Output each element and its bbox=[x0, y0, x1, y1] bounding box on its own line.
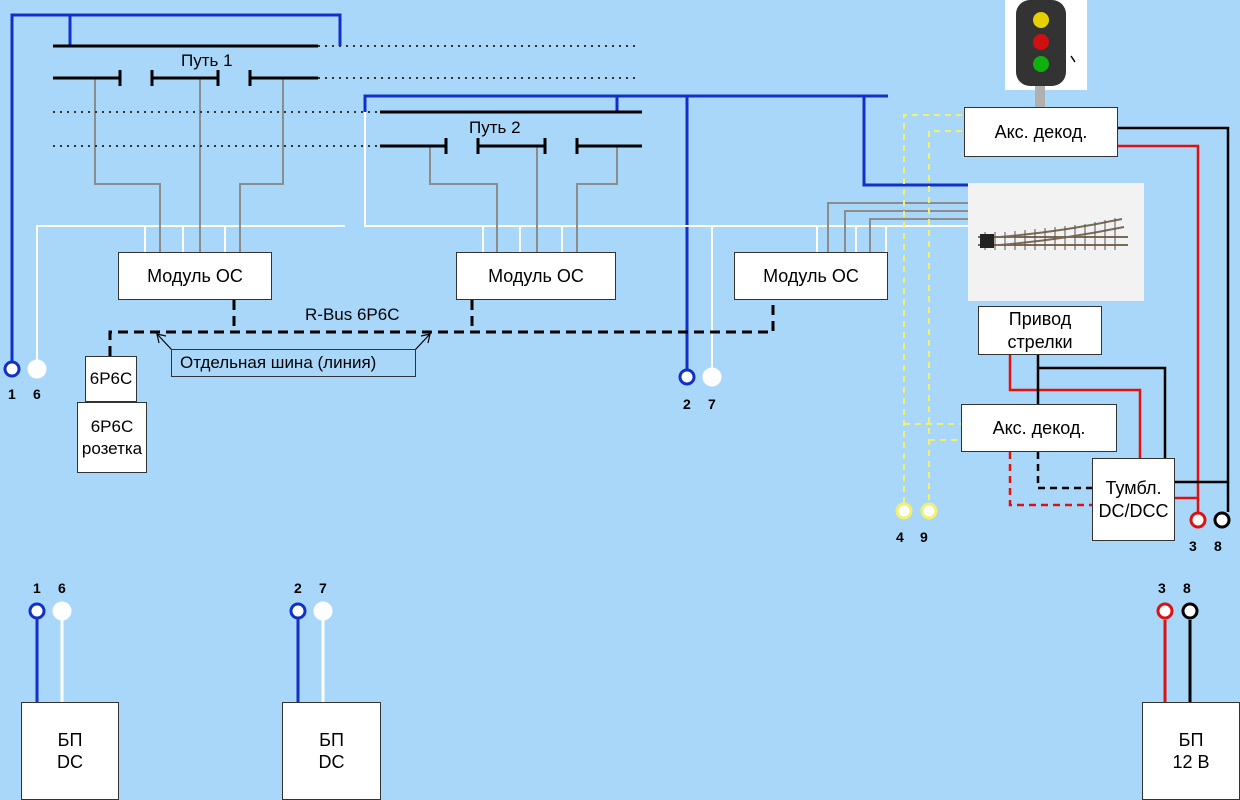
psu3-label-8: 8 bbox=[1183, 580, 1191, 596]
terminal-3-label: 3 bbox=[1189, 538, 1197, 554]
terminal-8-label: 8 bbox=[1214, 538, 1222, 554]
power-supply-dc-2: БП DC bbox=[282, 702, 381, 800]
terminal-7-label: 7 bbox=[708, 396, 716, 412]
module-os-1: Модуль ОС bbox=[118, 252, 272, 300]
turnout-drive: Привод стрелки bbox=[978, 306, 1102, 355]
terminal-6-label: 6 bbox=[33, 386, 41, 402]
terminal-4 bbox=[895, 502, 913, 520]
terminal-1-label: 1 bbox=[8, 386, 16, 402]
psu3-label-3: 3 bbox=[1158, 580, 1166, 596]
terminal-circles bbox=[3, 359, 1231, 621]
separate-line-label: Отдельная шина (линия) bbox=[171, 349, 416, 377]
track1-label: Путь 1 bbox=[181, 51, 233, 70]
psu1-label-6: 6 bbox=[58, 580, 66, 596]
signal-icon bbox=[1005, 0, 1087, 110]
module-os-2: Модуль ОС bbox=[456, 252, 616, 300]
terminal-9-label: 9 bbox=[920, 529, 928, 545]
accessory-decoder-top: Акс. декод. bbox=[964, 107, 1118, 157]
psu2-label-2: 2 bbox=[294, 580, 302, 596]
white-bus-left bbox=[36, 225, 345, 362]
psu2-terminal-2 bbox=[289, 602, 307, 620]
track2-label: Путь 2 bbox=[469, 118, 521, 137]
power-supply-dc-1: БП DC bbox=[21, 702, 119, 800]
psu1-terminal-1 bbox=[28, 602, 46, 620]
power-supply-12v: БП 12 В bbox=[1142, 702, 1240, 800]
psu3-terminal-3 bbox=[1156, 602, 1174, 620]
psu2-terminal-7 bbox=[313, 601, 333, 621]
plug-6p6c: 6P6C bbox=[85, 356, 137, 402]
terminal-8 bbox=[1213, 511, 1231, 529]
terminal-9 bbox=[920, 502, 938, 520]
psu2-label-7: 7 bbox=[319, 580, 327, 596]
terminal-7 bbox=[702, 367, 722, 387]
socket-6p6c: 6P6C розетка bbox=[77, 402, 147, 473]
rbus-label: R-Bus 6P6C bbox=[305, 305, 400, 324]
terminal-3 bbox=[1189, 511, 1207, 529]
turnout-image bbox=[968, 183, 1144, 301]
terminal-6 bbox=[27, 359, 47, 379]
psu3-terminal-8 bbox=[1181, 602, 1199, 620]
terminal-1 bbox=[3, 360, 21, 378]
psu1-terminal-6 bbox=[52, 601, 72, 621]
blue-wire-track1 bbox=[10, 13, 342, 362]
terminal-4-label: 4 bbox=[896, 529, 904, 545]
accessory-decoder-bottom: Акс. декод. bbox=[961, 404, 1117, 452]
blue-wire-track2 bbox=[363, 94, 888, 112]
blue-wire-turnout bbox=[862, 96, 968, 187]
toggle-dc-dcc: Тумбл. DC/DCC bbox=[1092, 458, 1175, 541]
terminal-2 bbox=[678, 368, 696, 386]
module-os-3: Модуль ОС bbox=[734, 252, 888, 300]
terminal-2-label: 2 bbox=[683, 396, 691, 412]
psu1-label-1: 1 bbox=[33, 580, 41, 596]
white-bus-right bbox=[364, 112, 968, 227]
